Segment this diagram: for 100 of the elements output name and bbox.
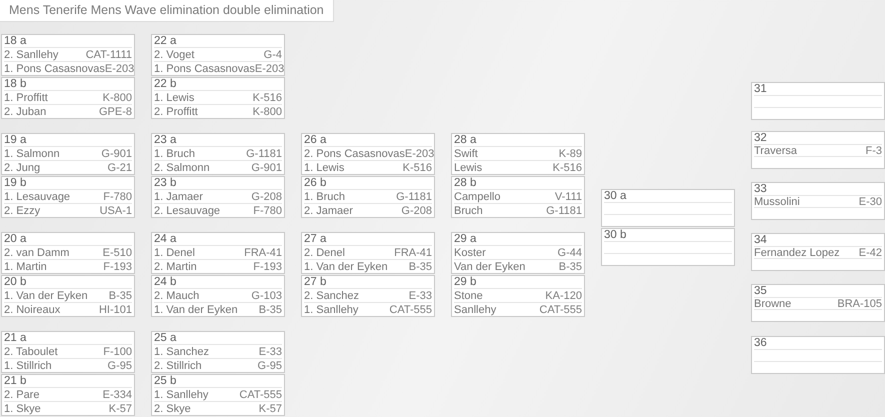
rider-name: 2. Martin [154,260,197,272]
heat-label: 25 b [154,375,176,387]
rider-name: 1. Lesauvage [4,190,70,202]
rider-code: G-103 [251,290,282,302]
rider-name: 1. Lewis [304,162,344,174]
rider-name: Fernandez Lopez [754,246,840,258]
rider-code: G-1181 [396,190,432,202]
rider-name: 1. Jamaer [154,190,203,202]
rider-name: 1. Proffitt [4,92,48,104]
rider-code: F-193 [253,260,282,272]
rider-code: G-901 [251,162,282,174]
rider-name: 1. Pons Casasnovas [154,62,255,74]
heat-card [151,77,285,119]
rider-name: 1. Bruch [304,190,345,202]
rider-name: 1. Martin [4,260,47,272]
rider-name: Koster [454,246,486,258]
rider-name: 1. Stillrich [4,360,52,372]
heat-card [1,34,135,76]
rider-code: E-203 [104,62,134,74]
rider-name: 2. Noireaux [4,304,60,316]
rider-code: E-203 [404,148,434,160]
heat-card [151,275,285,317]
rider-name: 2. Lesauvage [154,204,220,216]
rider-name: 2. Voget [154,48,194,60]
rider-code: F-100 [103,346,132,358]
rider-name: 1. Pons Casasnovas [4,62,105,74]
rider-code: E-510 [102,246,132,258]
rider-name: 2. van Damm [4,246,70,258]
rider-code: E-42 [858,246,882,258]
heat-card [751,233,885,271]
rider-name: 1. Van der Eyken [154,304,238,316]
heat-label: 20 a [4,233,26,245]
rider-name: 1. Skye [4,402,41,414]
heat-label: 30 a [604,190,626,202]
rider-code: USA-1 [100,204,132,216]
heat-label: 35 [754,285,767,297]
heat-label: 36 [754,337,767,349]
heat-card [1,77,135,119]
rider-code: F-193 [103,260,132,272]
heat-label: 28 a [454,134,476,146]
rider-code: G-21 [108,162,132,174]
rider-code: K-57 [258,402,282,414]
rider-code: F-3 [866,144,882,156]
rider-code: GPE-8 [98,106,132,118]
rider-code: K-516 [402,162,432,174]
rider-code: K-800 [252,106,282,118]
heat-card [751,336,885,374]
heat-card [1,331,135,373]
rider-name: 1. Denel [154,246,195,258]
rider-name: 2. Denel [304,246,345,258]
rider-code: V-111 [554,190,582,202]
rider-code: K-516 [552,162,582,174]
rider-code: B-35 [108,290,132,302]
heat-label: 21 a [4,332,26,344]
rider-code: G-208 [401,204,432,216]
rider-name: 2. Jung [4,162,40,174]
rider-name: Bruch [454,204,483,216]
heat-card [601,189,735,227]
rider-code: E-30 [858,196,882,208]
rider-name: 2. Skye [154,402,191,414]
heat-card [751,284,885,322]
heat-label: 22 a [154,35,176,47]
rider-name: Mussolini [754,196,800,208]
rider-name: 2. Proffitt [154,106,198,118]
heat-label: 27 b [304,276,326,288]
rider-code: B-35 [408,260,432,272]
rider-code: CAT-555 [389,304,432,316]
rider-code: KA-120 [545,290,582,302]
rider-name: 2. Salmonn [154,162,210,174]
heat-label: 21 b [4,375,26,387]
heat-card [301,232,435,274]
heat-label: 26 b [304,177,326,189]
heat-label: 24 b [154,276,176,288]
rider-name: 2. Juban [4,106,46,118]
heat-label: 18 a [4,35,26,47]
rider-code: E-334 [102,388,132,400]
heat-label: 29 a [454,233,476,245]
heat-card [751,82,885,120]
rider-code: G-95 [108,360,132,372]
rider-code: K-516 [252,92,282,104]
rider-name: 1. Sanllehy [154,388,208,400]
rider-code: K-89 [558,148,582,160]
rider-code: G-208 [251,190,282,202]
rider-code: BRA-105 [837,298,882,310]
rider-code: K-800 [102,92,132,104]
rider-code: G-901 [101,148,132,160]
heat-label: 23 a [154,134,176,146]
heat-card [1,275,135,317]
heat-card [151,133,285,175]
heat-label: 26 a [304,134,326,146]
heat-card [1,232,135,274]
rider-name: 2. Pons Casasnovas [304,148,405,160]
heat-label: 34 [754,234,767,246]
heat-card [1,176,135,218]
rider-code: B-35 [258,304,282,316]
rider-name: Stone [454,290,483,302]
heat-card [451,133,585,175]
rider-name: Browne [754,298,792,310]
heat-label: 31 [754,83,767,95]
rider-code: FRA-41 [394,246,432,258]
